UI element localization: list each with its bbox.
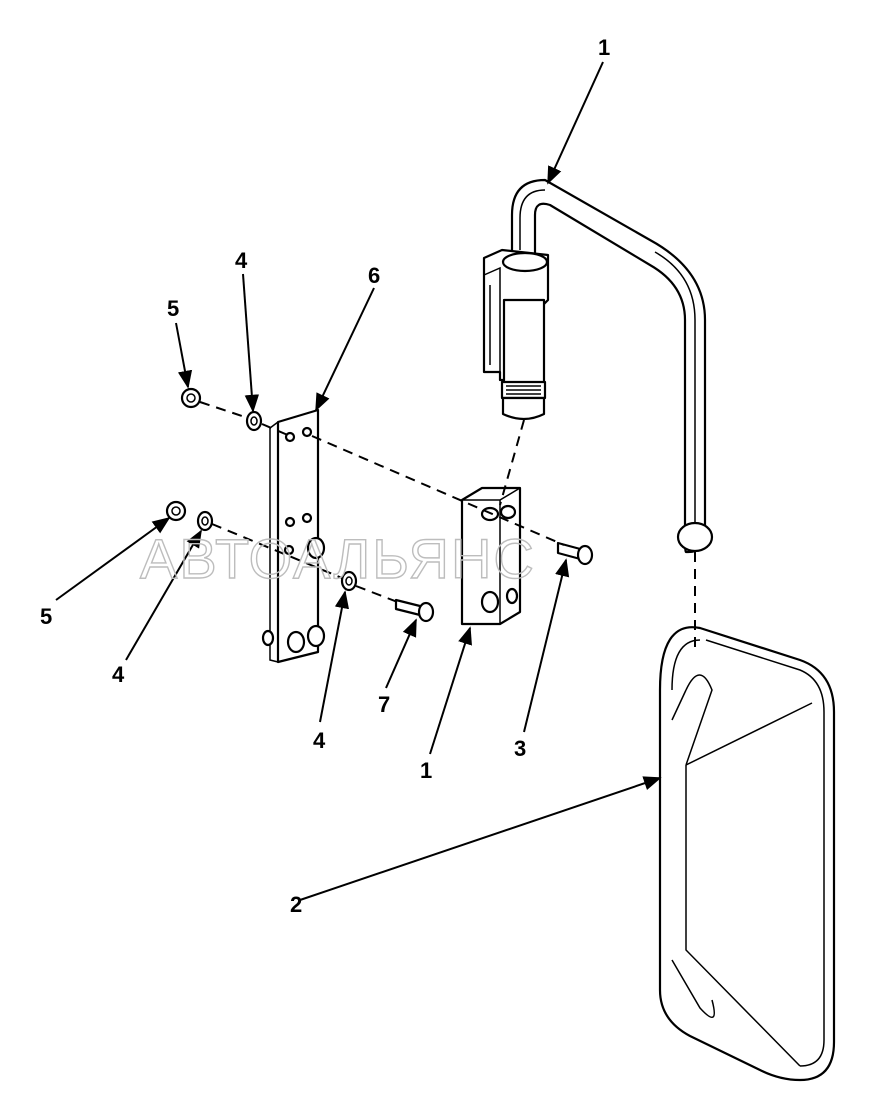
callout-2: 2 [290, 892, 302, 917]
mirror-arm-assembly [482, 178, 714, 554]
washer-left [196, 510, 214, 532]
leader-lines [55, 61, 662, 901]
bolt-7 [394, 598, 435, 623]
callout-5-top: 5 [167, 296, 179, 321]
callout-4-left: 4 [112, 662, 125, 687]
callout-4-top: 4 [235, 248, 248, 273]
watermark-text: АВТОАЛЬЯНС [140, 527, 536, 590]
callout-4-mid: 4 [313, 728, 326, 753]
callout-5-left: 5 [40, 604, 52, 629]
callout-1-top: 1 [598, 35, 610, 60]
clamp-block [460, 486, 522, 626]
callout-7: 7 [378, 692, 390, 717]
mirror-head [658, 626, 836, 1082]
nut-left [165, 500, 187, 522]
bolt-3 [556, 541, 594, 566]
callout-1-bottom: 1 [420, 758, 432, 783]
nut-top [180, 387, 202, 409]
bracket-plate [261, 408, 326, 664]
washer-top [245, 410, 263, 432]
assembly-lines [199, 401, 696, 648]
callout-6: 6 [368, 263, 380, 288]
washer-mid [340, 570, 358, 592]
callout-3: 3 [514, 736, 526, 761]
